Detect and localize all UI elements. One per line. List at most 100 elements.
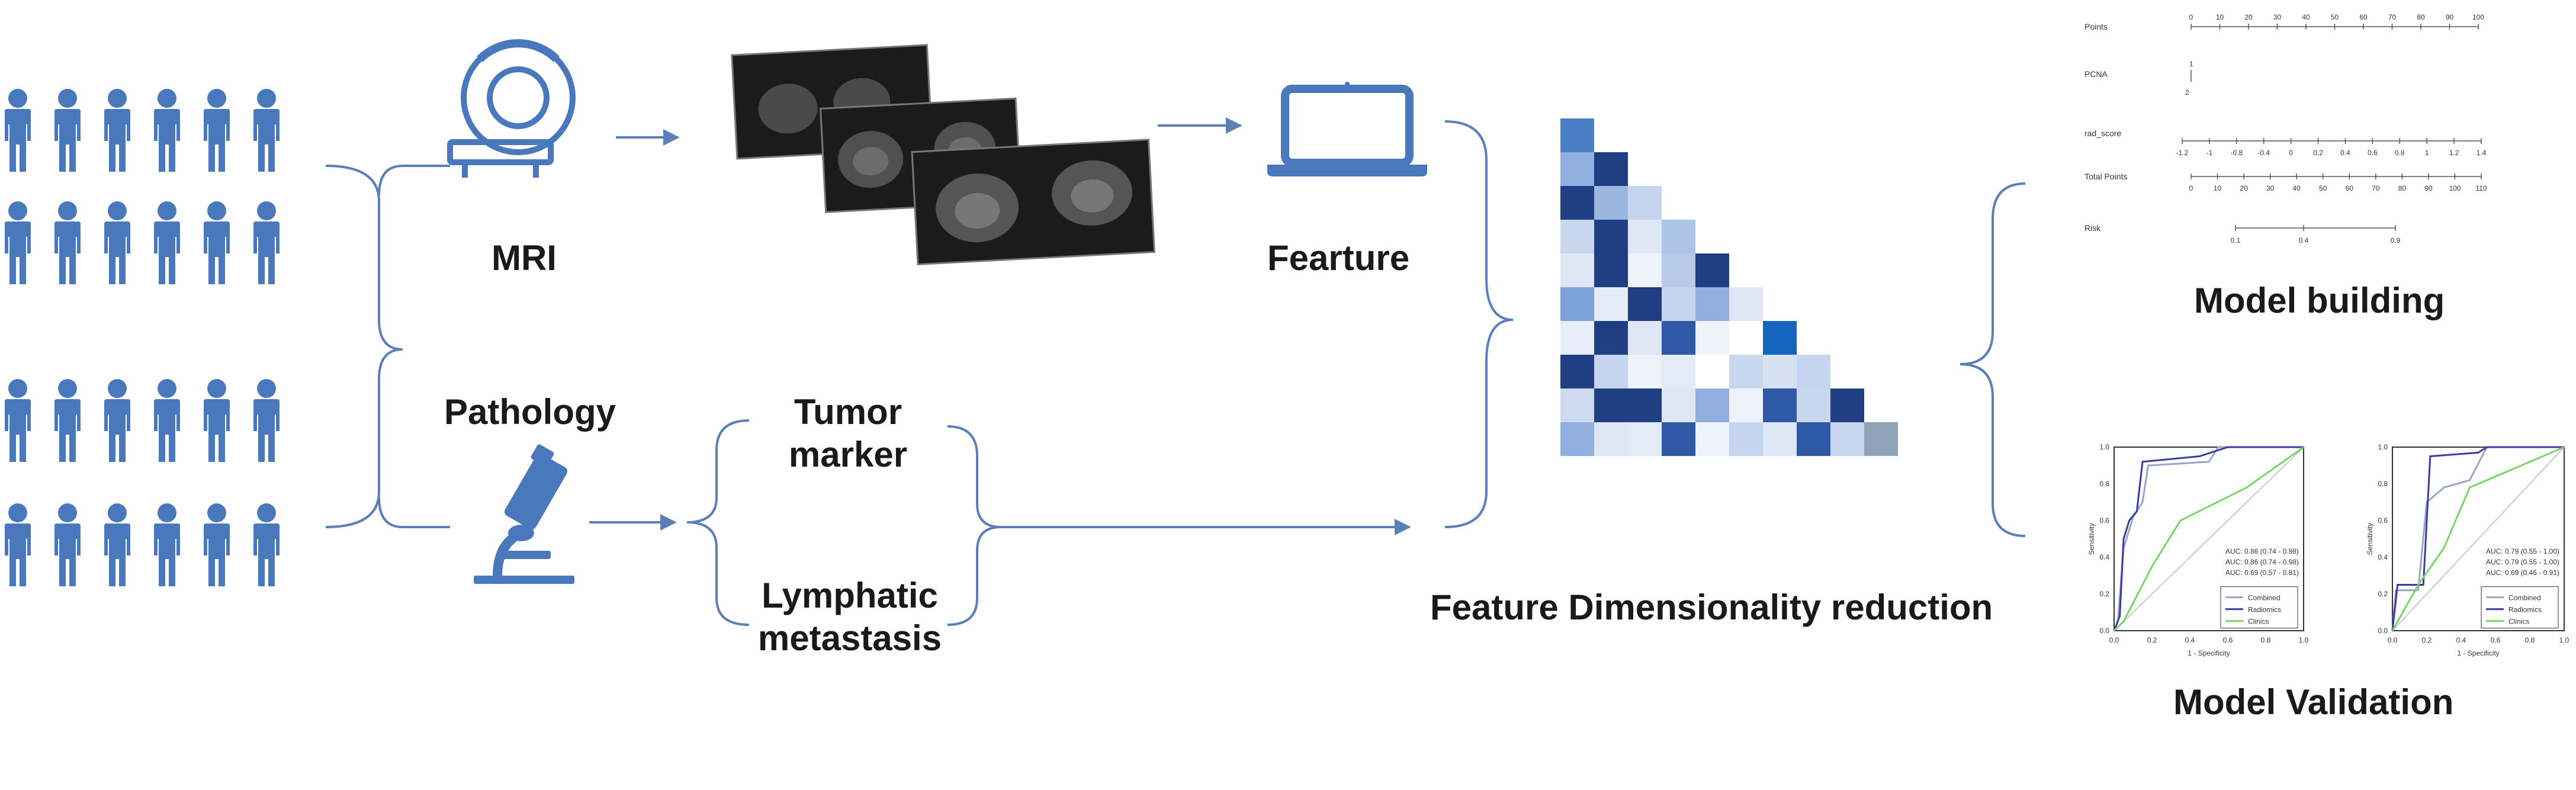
nomogram-row-label: Points xyxy=(2084,22,2108,31)
heatmap-cell xyxy=(1594,253,1628,287)
brace-patients xyxy=(325,165,403,528)
person-icon xyxy=(54,201,81,284)
heatmap-cell xyxy=(1560,186,1594,220)
roc-x-tick-label: 0.6 xyxy=(2491,636,2501,644)
heatmap-cell xyxy=(1594,152,1628,186)
nomogram-tick-label: 0.2 xyxy=(2313,149,2323,157)
brace-model xyxy=(1960,182,2026,537)
nomogram-tick-label: 1.2 xyxy=(2449,149,2459,157)
heatmap-cell xyxy=(1628,321,1662,355)
nomogram-tick-label: 110 xyxy=(2475,184,2487,192)
nomogram-tick-label: 100 xyxy=(2472,13,2484,21)
roc-legend-label: Radiomics xyxy=(2508,606,2542,614)
heatmap-cell xyxy=(1560,321,1594,355)
heatmap-cell xyxy=(1662,355,1695,388)
roc-y-tick-label: 0.6 xyxy=(2099,516,2109,525)
heatmap-cell xyxy=(1628,287,1662,321)
nomogram-tick-label: 90 xyxy=(2424,184,2433,192)
nomogram-tick-label: 80 xyxy=(2417,13,2425,21)
heatmap-cell xyxy=(1560,355,1594,388)
roc-y-tick-label: 0.0 xyxy=(2378,627,2388,635)
roc-x-tick-label: 1.0 xyxy=(2559,636,2569,644)
nomogram-tick-label: 50 xyxy=(2331,13,2339,21)
person-icon xyxy=(154,89,180,172)
roc-auc-label: AUC: 0.69 (0.57 - 0.81) xyxy=(2225,569,2299,577)
person-icon xyxy=(154,379,180,462)
roc-y-tick-label: 0.8 xyxy=(2099,480,2109,488)
heatmap-cell xyxy=(1797,422,1830,456)
roc-plot-frame xyxy=(2114,447,2304,631)
roc-x-tick-label: 0.4 xyxy=(2456,636,2466,644)
nomogram-tick-label: 50 xyxy=(2319,184,2327,192)
roc-x-tick-label: 0.8 xyxy=(2525,636,2535,644)
nomogram-tick-label: 20 xyxy=(2240,184,2248,192)
person-icon xyxy=(104,201,130,284)
heatmap-cell xyxy=(1729,422,1763,456)
roc-y-tick-label: 0.4 xyxy=(2099,553,2109,561)
heatmap-cell xyxy=(1729,388,1763,422)
roc-curve-line xyxy=(2391,446,2565,631)
heatmap-cell xyxy=(1594,220,1628,253)
patient-group-bottom xyxy=(5,379,280,586)
nomogram-tick-label: 0.8 xyxy=(2395,149,2405,157)
nomogram-tick-label: 40 xyxy=(2302,13,2310,21)
person-icon xyxy=(104,379,130,462)
heatmap-cell xyxy=(1560,253,1594,287)
heatmap-cell xyxy=(1695,355,1729,388)
person-icon xyxy=(154,503,180,586)
mri-label: MRI xyxy=(492,238,557,278)
roc-y-tick-label: 0.2 xyxy=(2099,590,2109,598)
heatmap-cell xyxy=(1594,287,1628,321)
nomogram-row-label: rad_score xyxy=(2084,129,2121,138)
nomogram-tick-label: 10 xyxy=(2216,13,2224,21)
person-icon xyxy=(204,503,230,586)
nomogram-tick-label: 40 xyxy=(2293,184,2301,192)
roc-x-axis-label: 1 - Specificity xyxy=(2457,649,2499,657)
heatmap-cell xyxy=(1662,422,1695,456)
heatmap-cell xyxy=(1729,321,1763,355)
heatmap-cell xyxy=(1628,253,1662,287)
heatmap-cell xyxy=(1830,388,1864,422)
heatmap-cell xyxy=(1628,220,1662,253)
nomogram-row-label: Total Points xyxy=(2084,172,2127,181)
roc-y-tick-label: 0.6 xyxy=(2378,516,2388,525)
heatmap-cell xyxy=(1729,355,1763,388)
heatmap-cell xyxy=(1763,355,1797,388)
roc-chart-right: 0.00.00.20.20.40.40.60.60.80.81.01.01 - … xyxy=(2366,443,2569,657)
nomogram-tick-label: 0 xyxy=(2189,184,2193,192)
heatmap-cell xyxy=(1560,220,1594,253)
heatmap-cell xyxy=(1560,388,1594,422)
heatmap-cell xyxy=(1830,422,1864,456)
heatmap-cell xyxy=(1560,422,1594,456)
heatmap-cell xyxy=(1560,118,1594,152)
heatmap-cell xyxy=(1594,388,1628,422)
nomogram-tick-label: 2 xyxy=(2185,88,2189,97)
roc-curve-line xyxy=(2391,446,2564,631)
heatmap-cell xyxy=(1628,355,1662,388)
heatmap-cell xyxy=(1695,321,1729,355)
nomogram-tick-label: -1.2 xyxy=(2176,149,2189,157)
person-icon xyxy=(253,379,280,462)
heatmap-cell xyxy=(1763,388,1797,422)
roc-y-tick-label: 0.8 xyxy=(2378,480,2388,488)
roc-y-tick-label: 0.2 xyxy=(2378,590,2388,598)
roc-x-tick-label: 0.6 xyxy=(2223,636,2233,644)
heatmap-cell xyxy=(1594,355,1628,388)
person-icon xyxy=(54,379,81,462)
person-icon xyxy=(5,503,31,586)
nomogram-tick-label: 70 xyxy=(2372,184,2380,192)
roc-legend-label: Radiomics xyxy=(2248,606,2281,614)
heatmap-cell xyxy=(1797,388,1830,422)
heatmap-cell xyxy=(1662,287,1695,321)
mri-scanner-icon xyxy=(447,39,576,178)
heatmap-cell xyxy=(1560,152,1594,186)
roc-legend-label: Clinics xyxy=(2508,618,2529,626)
roc-auc-label: AUC: 0.79 (0.55 - 1.00) xyxy=(2486,547,2559,555)
nomogram-tick-label: 1 xyxy=(2425,149,2429,157)
person-icon xyxy=(5,89,31,172)
person-icon xyxy=(154,201,180,284)
roc-legend-label: Combined xyxy=(2508,594,2541,602)
nomogram-tick-label: 60 xyxy=(2346,184,2354,192)
heatmap-cell xyxy=(1763,422,1797,456)
